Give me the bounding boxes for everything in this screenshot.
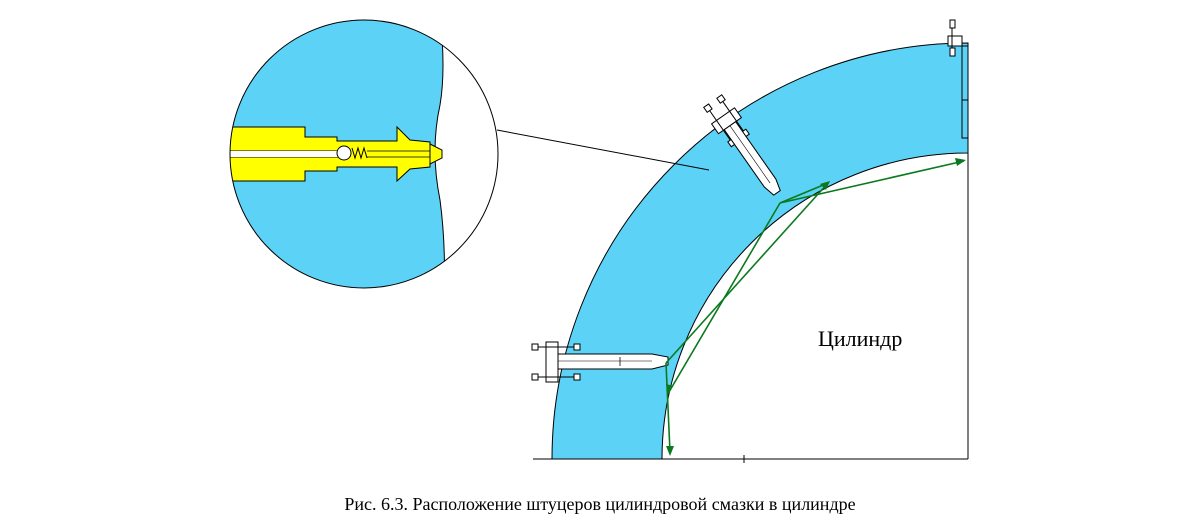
cylinder-label: Цилиндр: [818, 326, 903, 351]
upper-lubricator-fitting: [703, 94, 781, 196]
detail-magnifier: [230, 20, 498, 288]
cylinder-wall: [551, 42, 969, 460]
top-flange: [947, 19, 969, 139]
detail-leader-line: [496, 129, 710, 171]
figure-caption: Рис. 6.3. Расположение штуцеров цилиндро…: [344, 494, 856, 514]
spray-arrowheads: [666, 158, 966, 456]
lower-lubricator-fitting: [531, 341, 669, 383]
detail-circle-outline: [229, 19, 499, 289]
oil-spray-lines: [665, 160, 965, 453]
